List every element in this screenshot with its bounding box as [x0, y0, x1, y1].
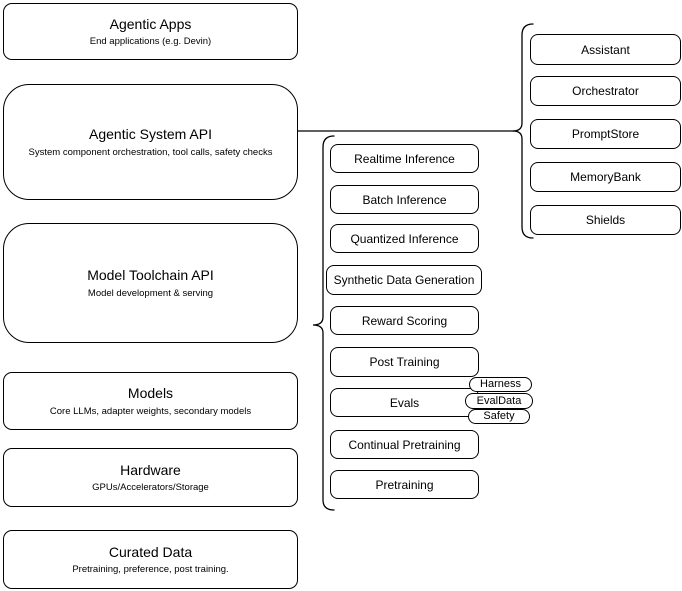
node-models: Models Core LLMs, adapter weights, secon…	[3, 372, 298, 430]
node-label: Shields	[585, 213, 626, 227]
node-label: Continual Pretraining	[348, 437, 461, 452]
node-evals: Evals	[330, 388, 479, 417]
node-pretraining: Pretraining	[330, 470, 479, 499]
node-title: Model Toolchain API	[87, 267, 214, 284]
node-label: Batch Inference	[362, 192, 447, 207]
node-label: Post Training	[369, 355, 440, 369]
node-title: Models	[127, 385, 174, 402]
node-label: PromptStore	[571, 127, 640, 141]
node-memorybank: MemoryBank	[530, 162, 681, 192]
node-curated-data: Curated Data Pretraining, preference, po…	[3, 530, 298, 589]
tag-evaldata: EvalData	[465, 393, 533, 409]
node-hardware: Hardware GPUs/Accelerators/Storage	[3, 448, 298, 507]
node-label: MemoryBank	[570, 170, 641, 184]
node-label: Orchestrator	[572, 84, 639, 98]
node-reward-scoring: Reward Scoring	[330, 306, 479, 335]
node-agentic-apps: Agentic Apps End applications (e.g. Devi…	[3, 3, 298, 60]
tag-label: Harness	[480, 378, 521, 390]
node-label: Assistant	[581, 42, 630, 57]
node-realtime-inference: Realtime Inference	[330, 144, 479, 173]
node-label: Evals	[389, 395, 420, 410]
node-label: Pretraining	[375, 477, 434, 492]
node-shields: Shields	[530, 205, 681, 235]
node-model-toolchain-api: Model Toolchain API Model development & …	[3, 223, 298, 343]
node-synthetic-data-generation: Synthetic Data Generation	[326, 265, 482, 295]
node-subtitle: System component orchestration, tool cal…	[28, 146, 273, 158]
node-label: Quantized Inference	[350, 231, 459, 246]
node-subtitle: Pretraining, preference, post training.	[72, 564, 229, 576]
tag-label: Safety	[483, 410, 515, 422]
node-batch-inference: Batch Inference	[330, 185, 479, 214]
node-title: Agentic Apps	[109, 15, 192, 32]
node-label: Realtime Inference	[354, 151, 455, 166]
node-continual-pretraining: Continual Pretraining	[330, 430, 479, 459]
node-subtitle: End applications (e.g. Devin)	[89, 36, 212, 48]
node-assistant: Assistant	[530, 34, 681, 65]
node-label: Reward Scoring	[361, 313, 448, 328]
node-agentic-system-api: Agentic System API System component orch…	[3, 84, 298, 200]
tag-safety: Safety	[468, 409, 530, 424]
tag-label: EvalData	[476, 394, 522, 407]
node-title: Hardware	[120, 461, 181, 478]
node-title: Agentic System API	[89, 126, 212, 143]
node-promptstore: PromptStore	[530, 119, 681, 149]
tag-harness: Harness	[469, 377, 532, 392]
node-subtitle: Model development & serving	[87, 287, 214, 299]
node-subtitle: GPUs/Accelerators/Storage	[92, 482, 209, 494]
node-post-training: Post Training	[330, 347, 479, 377]
node-label: Synthetic Data Generation	[333, 273, 475, 287]
node-title: Curated Data	[108, 543, 193, 560]
node-subtitle: Core LLMs, adapter weights, secondary mo…	[49, 405, 252, 417]
node-orchestrator: Orchestrator	[530, 76, 681, 106]
node-quantized-inference: Quantized Inference	[330, 224, 479, 253]
